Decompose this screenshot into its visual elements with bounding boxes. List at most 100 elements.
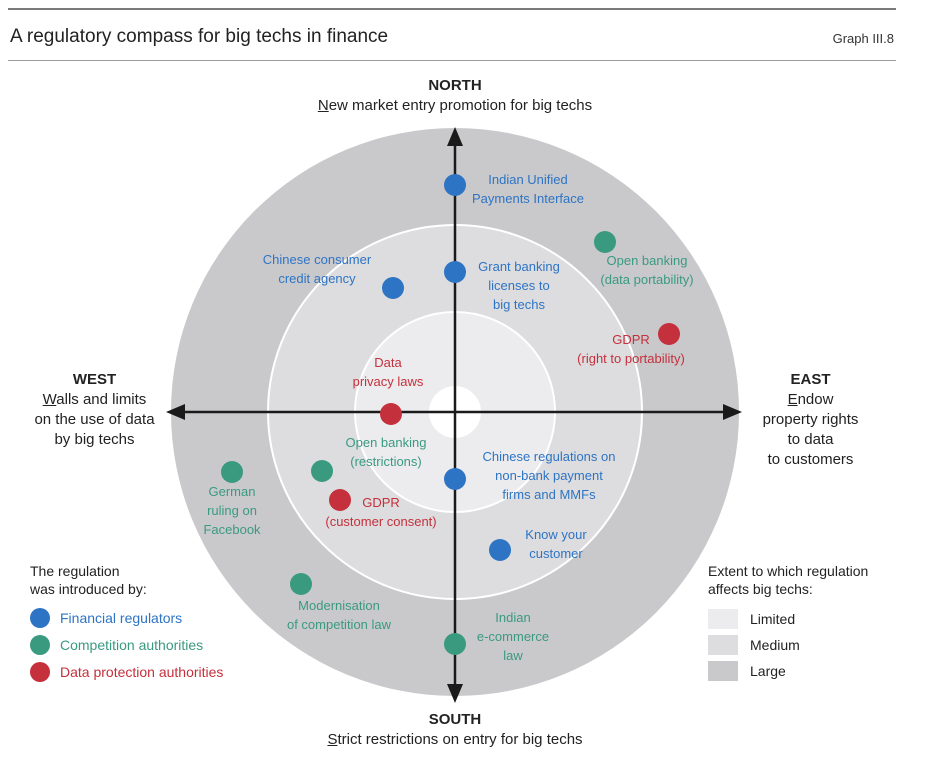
label-chinese-regulations-on-non-bank-payment-firms-and-mmfs: Chinese regulations on non-bank payment fi…: [483, 449, 616, 502]
west-heading: WEST: [72, 371, 117, 388]
legend-label-financial: Financial regulators: [60, 609, 183, 626]
label-grant-banking-licenses-to-big-techs: Grant banking licenses to big techs: [478, 259, 560, 312]
north-heading: NORTH: [428, 77, 482, 94]
marker-indian-e-commerce-law: [444, 633, 466, 655]
south-heading: SOUTH: [428, 711, 482, 728]
label-know-your-customer: Know your customer: [525, 527, 587, 561]
label-gdpr-right-to-portability: GDPR(right to portability): [577, 332, 685, 366]
west-initial: W: [42, 391, 57, 408]
label-line: e-commerce: [477, 629, 549, 644]
legend-label-data-protection: Data protection authorities: [60, 663, 224, 680]
north-arrow-icon: [447, 127, 463, 146]
label-chinese-consumer-credit-agency: Chinese consumer credit agency: [263, 252, 372, 286]
label-line: (restrictions): [350, 454, 422, 469]
legend-item-data-protection: Data protection authorities: [30, 658, 223, 685]
west-line3: by big techs: [54, 431, 135, 448]
north-label: NORTH New market entry promotion for big…: [255, 76, 655, 116]
label-german-ruling-on-facebook: German ruling on Facebook: [203, 484, 261, 537]
authority-legend-caption-2: was introduced by:: [30, 581, 147, 597]
label-line: Payments Interface: [472, 191, 584, 206]
south-label: SOUTH Strict restrictions on entry for b…: [255, 710, 655, 750]
data-protection-dot-icon: [30, 661, 50, 682]
financial-dot-icon: [30, 607, 50, 628]
label-line: licenses to: [488, 278, 549, 293]
label-line: of competition law: [287, 617, 392, 632]
marker-modernisation-of-competition-law: [290, 573, 312, 595]
south-description: trict restrictions on entry for big tech…: [337, 731, 583, 748]
marker-know-your-customer: [489, 539, 511, 561]
competition-dot-icon: [30, 634, 50, 655]
label-line: big techs: [493, 297, 546, 312]
label-line: Facebook: [203, 522, 261, 537]
label-line: German: [209, 484, 256, 499]
legend-label-large: Large: [750, 663, 786, 679]
marker-data-privacy-laws: [380, 403, 402, 425]
label-line: Chinese regulations on: [483, 449, 616, 464]
label-line: Indian Unified: [488, 172, 568, 187]
label-line: (customer consent): [325, 514, 436, 529]
label-open-banking-data-portability: Open banking(data portability): [600, 253, 693, 287]
extent-legend-caption-1: Extent to which regulation: [708, 563, 869, 579]
south-arrow-icon: [447, 684, 463, 703]
large-swatch: [708, 661, 738, 681]
legend-item-financial: Financial regulators: [30, 604, 223, 631]
west-label: WEST Walls and limits on the use of data…: [12, 370, 177, 450]
marker-german-ruling-on-facebook: [221, 461, 243, 483]
title-rule: [8, 60, 896, 61]
south-initial: S: [327, 731, 338, 748]
east-line4: to customers: [767, 451, 854, 468]
marker-chinese-consumer-credit-agency: [382, 277, 404, 299]
north-initial: N: [317, 97, 329, 114]
label-line: Grant banking: [478, 259, 560, 274]
east-initial: E: [787, 391, 798, 408]
label-line: customer: [529, 546, 583, 561]
east-label: EAST Endow property rights to data to cu…: [738, 370, 883, 470]
legend-item-limited: Limited: [708, 606, 868, 632]
marker-gdpr-customer-consent: [329, 489, 351, 511]
label-line: non-bank payment: [495, 468, 603, 483]
label-line: privacy laws: [353, 374, 424, 389]
marker-open-banking-restrictions: [311, 460, 333, 482]
label-line: Modernisation: [298, 598, 380, 613]
west-line2: on the use of data: [34, 411, 155, 428]
label-line: firms and MMFs: [502, 487, 596, 502]
label-line: credit agency: [278, 271, 356, 286]
legend-item-competition: Competition authorities: [30, 631, 223, 658]
marker-open-banking-data-portability: [594, 231, 616, 253]
legend-item-large: Large: [708, 658, 868, 684]
legend-label-medium: Medium: [750, 637, 800, 653]
extent-legend-caption-2: affects big techs:: [708, 581, 813, 597]
label-line: ruling on: [207, 503, 257, 518]
legend-label-competition: Competition authorities: [60, 636, 204, 653]
label-line: law: [503, 648, 523, 663]
label-line: GDPR: [362, 495, 400, 510]
east-line2: property rights: [762, 411, 859, 428]
west-line1: alls and limits: [56, 391, 147, 408]
label-line: Know your: [525, 527, 587, 542]
marker-chinese-regulations-on-non-bank-payment-firms-and-mmfs: [444, 468, 466, 490]
authority-legend-caption-1: The regulation: [30, 563, 120, 579]
label-open-banking-restrictions: Open banking (restrictions): [346, 435, 427, 469]
legend-item-medium: Medium: [708, 632, 868, 658]
label-line: Chinese consumer: [263, 252, 372, 267]
graph-number: Graph III.8: [832, 31, 894, 46]
label-data-privacy-laws: Data privacy laws: [353, 355, 424, 389]
label-line: Indian: [495, 610, 530, 625]
label-modernisation-of-competition-law: Modernisation of competition law: [287, 598, 392, 632]
medium-swatch: [708, 635, 738, 655]
marker-grant-banking-licenses-to-big-techs: [444, 261, 466, 283]
east-line1: ndow: [797, 391, 834, 408]
east-arrow-icon: [723, 404, 742, 420]
east-line3: to data: [787, 431, 834, 448]
label-line: GDPR: [612, 332, 650, 347]
label-line: Open banking: [346, 435, 427, 450]
north-description: ew market entry promotion for big techs: [328, 97, 593, 114]
limited-swatch: [708, 609, 738, 629]
label-line: (data portability): [600, 272, 693, 287]
top-rule: [8, 8, 896, 10]
label-line: Data: [374, 355, 402, 370]
label-indian-e-commerce-law: Indian e-commerce law: [477, 610, 549, 663]
label-gdpr-customer-consent: GDPR (customer consent): [325, 495, 436, 529]
